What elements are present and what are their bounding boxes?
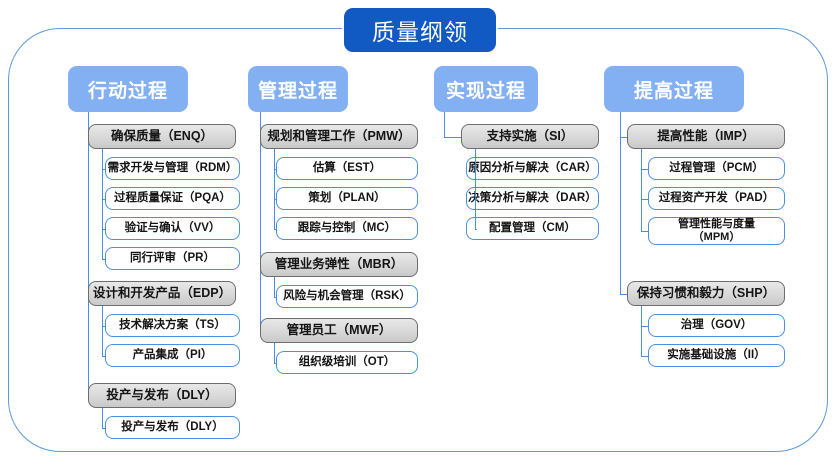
group-child-spine-1-1 xyxy=(102,149,104,259)
diagram-title: 质量纲领 xyxy=(344,8,496,52)
leaf-connector-1-1-3 xyxy=(102,228,105,230)
group-child-spine-2-1 xyxy=(274,149,276,229)
leaf-connector-1-1-2 xyxy=(102,198,105,200)
leaf-connector-4-2-2 xyxy=(641,355,648,357)
leaf-connector-1-2-2 xyxy=(102,355,105,357)
group-box-3-1[interactable]: 支持实施（SI） xyxy=(461,124,599,149)
group-connector-4-1 xyxy=(620,136,627,138)
group-box-4-1[interactable]: 提高性能（IMP） xyxy=(627,124,785,149)
leaf-box-4-1-1[interactable]: 过程管理（PCM） xyxy=(648,157,785,180)
leaf-box-1-1-2[interactable]: 过程质量保证（PQA） xyxy=(105,187,240,210)
leaf-connector-4-1-3 xyxy=(641,231,648,233)
leaf-connector-1-1-1 xyxy=(102,168,105,170)
group-child-spine-4-2 xyxy=(641,306,643,356)
leaf-connector-3-1-3 xyxy=(475,228,477,230)
column-header-4: 提高过程 xyxy=(604,66,744,112)
leaf-box-4-2-2[interactable]: 实施基础设施（II） xyxy=(648,344,785,367)
leaf-box-3-1-3[interactable]: 配置管理（CM） xyxy=(466,217,599,240)
leaf-box-1-2-2[interactable]: 产品集成（PI） xyxy=(105,344,240,367)
column-spine-2 xyxy=(260,112,262,331)
leaf-box-1-1-4[interactable]: 同行评审（PR） xyxy=(105,247,240,270)
column-header-3: 实现过程 xyxy=(434,66,538,112)
leaf-box-1-1-1[interactable]: 需求开发与管理（RDM） xyxy=(105,157,240,180)
column-header-2: 管理过程 xyxy=(248,66,348,112)
leaf-connector-1-1-4 xyxy=(102,258,105,260)
group-box-1-2[interactable]: 设计和开发产品（EDP） xyxy=(88,281,236,306)
group-box-1-3[interactable]: 投产与发布（DLY） xyxy=(88,383,236,408)
leaf-connector-4-2-1 xyxy=(641,325,648,327)
leaf-connector-2-3-1 xyxy=(274,362,276,364)
leaf-box-4-1-3[interactable]: 管理性能与度量（MPM） xyxy=(648,217,785,245)
group-connector-3-1 xyxy=(444,136,461,138)
leaf-box-2-2-1[interactable]: 风险与机会管理（RSK） xyxy=(276,285,418,308)
group-child-spine-1-3 xyxy=(102,408,104,428)
leaf-connector-1-3-1 xyxy=(102,427,105,429)
group-box-2-3[interactable]: 管理员工（MWF） xyxy=(260,318,418,343)
leaf-box-2-1-1[interactable]: 估算（EST） xyxy=(276,157,418,180)
leaf-connector-4-1-2 xyxy=(641,198,648,200)
leaf-box-3-1-1[interactable]: 原因分析与解决（CAR） xyxy=(466,157,599,180)
column-header-1: 行动过程 xyxy=(68,66,188,112)
column-spine-1 xyxy=(88,112,90,396)
group-box-2-1[interactable]: 规划和管理工作（PMW） xyxy=(260,124,418,149)
group-connector-4-2 xyxy=(620,293,627,295)
column-spine-4 xyxy=(620,112,622,294)
leaf-box-1-1-3[interactable]: 验证与确认（VV） xyxy=(105,217,240,240)
leaf-connector-2-1-3 xyxy=(274,228,276,230)
leaf-box-4-1-2[interactable]: 过程资产开发（PAD） xyxy=(648,187,785,210)
leaf-box-2-3-1[interactable]: 组织级培训（OT） xyxy=(276,351,418,374)
group-child-spine-4-1 xyxy=(641,149,643,231)
leaf-box-1-2-1[interactable]: 技术解决方案（TS） xyxy=(105,314,240,337)
group-box-4-2[interactable]: 保持习惯和毅力（SHP） xyxy=(627,281,785,306)
group-child-spine-1-2 xyxy=(102,306,104,356)
leaf-box-3-1-2[interactable]: 决策分析与解决（DAR） xyxy=(466,187,599,210)
leaf-connector-4-1-1 xyxy=(641,168,648,170)
group-box-2-2[interactable]: 管理业务弹性（MBR） xyxy=(260,252,418,277)
leaf-connector-1-2-1 xyxy=(102,325,105,327)
leaf-box-2-1-3[interactable]: 跟踪与控制（MC） xyxy=(276,217,418,240)
leaf-connector-2-2-1 xyxy=(274,296,276,298)
group-child-spine-2-3 xyxy=(274,343,276,363)
group-child-spine-2-2 xyxy=(274,277,276,297)
leaf-box-4-2-1[interactable]: 治理（GOV） xyxy=(648,314,785,337)
group-box-1-1[interactable]: 确保质量（ENQ） xyxy=(88,124,236,149)
leaf-box-1-3-1[interactable]: 投产与发布（DLY） xyxy=(105,416,240,439)
group-child-spine-3-1 xyxy=(475,149,477,229)
leaf-box-2-1-2[interactable]: 策划（PLAN） xyxy=(276,187,418,210)
column-spine-3 xyxy=(444,112,446,137)
